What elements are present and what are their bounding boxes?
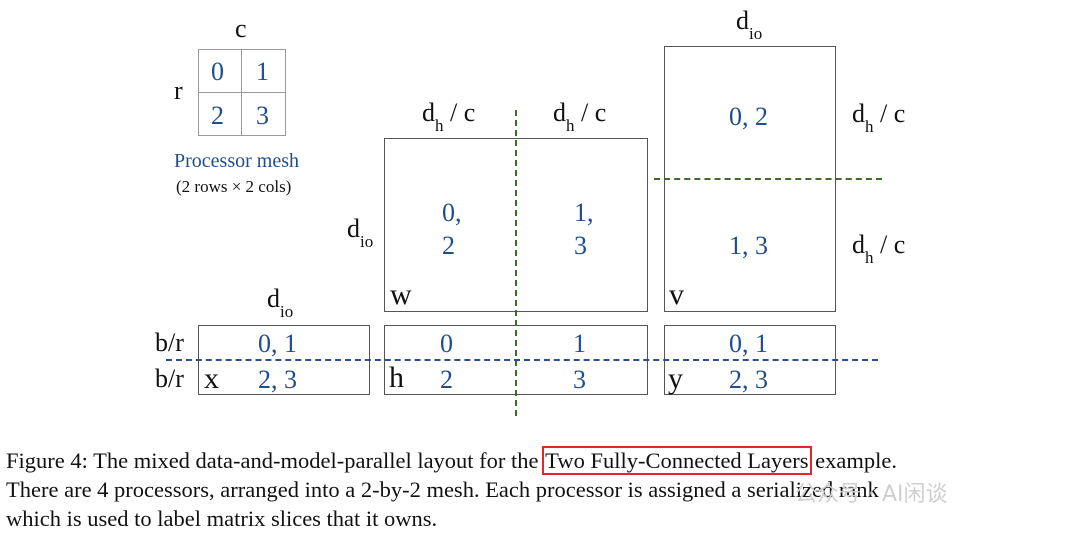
caption-line2-pre: There are 4 processors, arranged into a …: [6, 477, 649, 502]
y-slice-1: 2, 3: [729, 365, 768, 394]
subscript-io: io: [749, 24, 763, 43]
v-slice-1: 1, 3: [729, 231, 768, 260]
d-symbol: d: [347, 214, 360, 243]
matrix-x-label: x: [204, 362, 219, 395]
w-height-label: dio: [347, 214, 373, 251]
v-row0-height-label: dh / c: [852, 99, 906, 136]
matrix-v-label: v: [669, 278, 684, 311]
mesh-rank-2: 2: [211, 101, 224, 130]
mesh-cell-3: [241, 92, 286, 136]
d-symbol: d: [553, 98, 566, 127]
subscript-h: h: [865, 248, 874, 267]
w-slice-1-line1: 1,: [574, 198, 594, 227]
x-slice-1: 2, 3: [258, 365, 297, 394]
w-col0-width-label: dh / c: [422, 98, 476, 135]
subscript-io: io: [360, 232, 374, 251]
v-slice-0: 0, 2: [729, 102, 768, 131]
d-symbol: d: [267, 284, 280, 313]
column-shard-divider: [515, 110, 517, 416]
h-slice-2: 2: [440, 365, 453, 394]
caption-highlight: Two Fully-Connected Layers: [542, 446, 812, 475]
subscript-h: h: [435, 116, 444, 135]
v-row-shard-divider: [654, 178, 882, 180]
mesh-title: Processor mesh: [174, 150, 299, 172]
v-row1-height-label: dh / c: [852, 230, 906, 267]
matrix-y-label: y: [668, 362, 683, 395]
h-slice-1: 1: [573, 329, 586, 358]
mesh-rank-1: 1: [256, 57, 269, 86]
batch-row1-label: b/r: [155, 364, 184, 393]
batch-row0-label: b/r: [155, 328, 184, 357]
mesh-rank-3: 3: [256, 101, 269, 130]
x-width-label: dio: [267, 284, 293, 321]
y-slice-0: 0, 1: [729, 329, 768, 358]
h-slice-0: 0: [440, 329, 453, 358]
d-symbol: d: [736, 6, 749, 35]
watermark: 公众号 · AI闲谈: [795, 482, 948, 507]
d-symbol: d: [852, 230, 865, 259]
batch-shard-divider: [166, 359, 878, 361]
mesh-rank-0: 0: [211, 57, 224, 86]
matrix-h-label: h: [389, 361, 404, 394]
v-width-label: dio: [736, 6, 762, 43]
mesh-row-label: r: [174, 76, 183, 105]
figure-caption-line1: Figure 4: The mixed data-and-model-paral…: [6, 446, 897, 476]
w-slice-0-line1: 0,: [442, 198, 462, 227]
over-c: / c: [443, 98, 476, 127]
over-c: / c: [873, 230, 906, 259]
subscript-h: h: [865, 117, 874, 136]
caption-line1-pre: Figure 4: The mixed data-and-model-paral…: [6, 448, 545, 473]
w-slice-0-line2: 2: [442, 231, 455, 260]
over-c: / c: [873, 99, 906, 128]
mesh-col-label: c: [235, 14, 247, 43]
mesh-subtitle: (2 rows × 2 cols): [176, 177, 292, 196]
w-col1-width-label: dh / c: [553, 98, 607, 135]
w-slice-1-line2: 3: [574, 231, 587, 260]
caption-line1-post: example.: [809, 448, 897, 473]
figure-caption-line2: There are 4 processors, arranged into a …: [6, 476, 879, 505]
d-symbol: d: [422, 98, 435, 127]
h-slice-3: 3: [573, 365, 586, 394]
over-c: / c: [574, 98, 607, 127]
x-slice-0: 0, 1: [258, 329, 297, 358]
d-symbol: d: [852, 99, 865, 128]
subscript-io: io: [280, 302, 294, 321]
figure-caption-line3: which is used to label matrix slices tha…: [6, 506, 438, 531]
matrix-w-label: w: [390, 278, 412, 311]
subscript-h: h: [566, 116, 575, 135]
caption-line2-obscured: assigned a serialized rank: [648, 477, 879, 502]
